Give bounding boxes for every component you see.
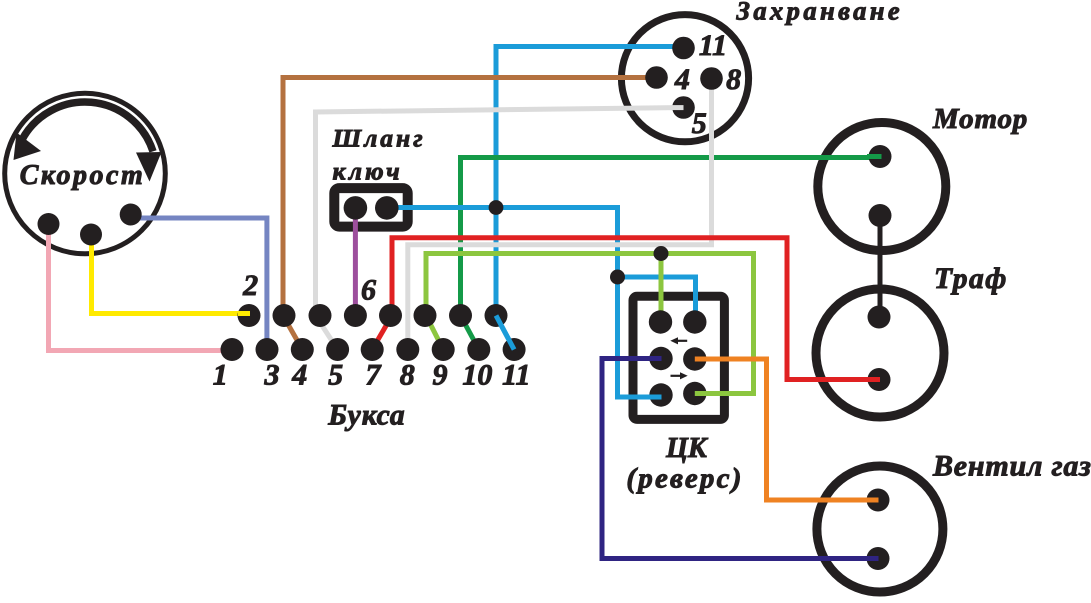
svg-text:10: 10 xyxy=(462,359,492,392)
svg-text:Мотор: Мотор xyxy=(932,103,1028,135)
svg-text:11: 11 xyxy=(699,29,727,62)
svg-text:ключ: ключ xyxy=(333,157,403,186)
svg-text:ЦК: ЦК xyxy=(665,433,709,464)
svg-text:3: 3 xyxy=(264,359,280,392)
svg-text:8: 8 xyxy=(726,63,741,96)
svg-text:(реверс): (реверс) xyxy=(626,463,743,495)
svg-text:Захранване: Захранване xyxy=(736,0,904,26)
svg-text:5: 5 xyxy=(328,359,343,392)
svg-text:5: 5 xyxy=(692,107,707,140)
svg-text:2: 2 xyxy=(242,269,258,302)
svg-text:11: 11 xyxy=(502,359,530,392)
svg-text:Шланг: Шланг xyxy=(332,124,426,153)
svg-text:6: 6 xyxy=(361,274,376,307)
svg-text:4: 4 xyxy=(674,63,690,96)
svg-text:Вентил газ: Вентил газ xyxy=(932,450,1091,483)
svg-text:Скорост: Скорост xyxy=(20,160,146,191)
svg-text:8: 8 xyxy=(400,359,415,392)
svg-text:Траф: Траф xyxy=(934,263,1008,295)
svg-text:1: 1 xyxy=(213,359,228,392)
svg-text:7: 7 xyxy=(366,359,382,392)
svg-text:Букса: Букса xyxy=(327,400,405,432)
svg-text:9: 9 xyxy=(433,359,448,392)
svg-text:4: 4 xyxy=(291,359,307,392)
